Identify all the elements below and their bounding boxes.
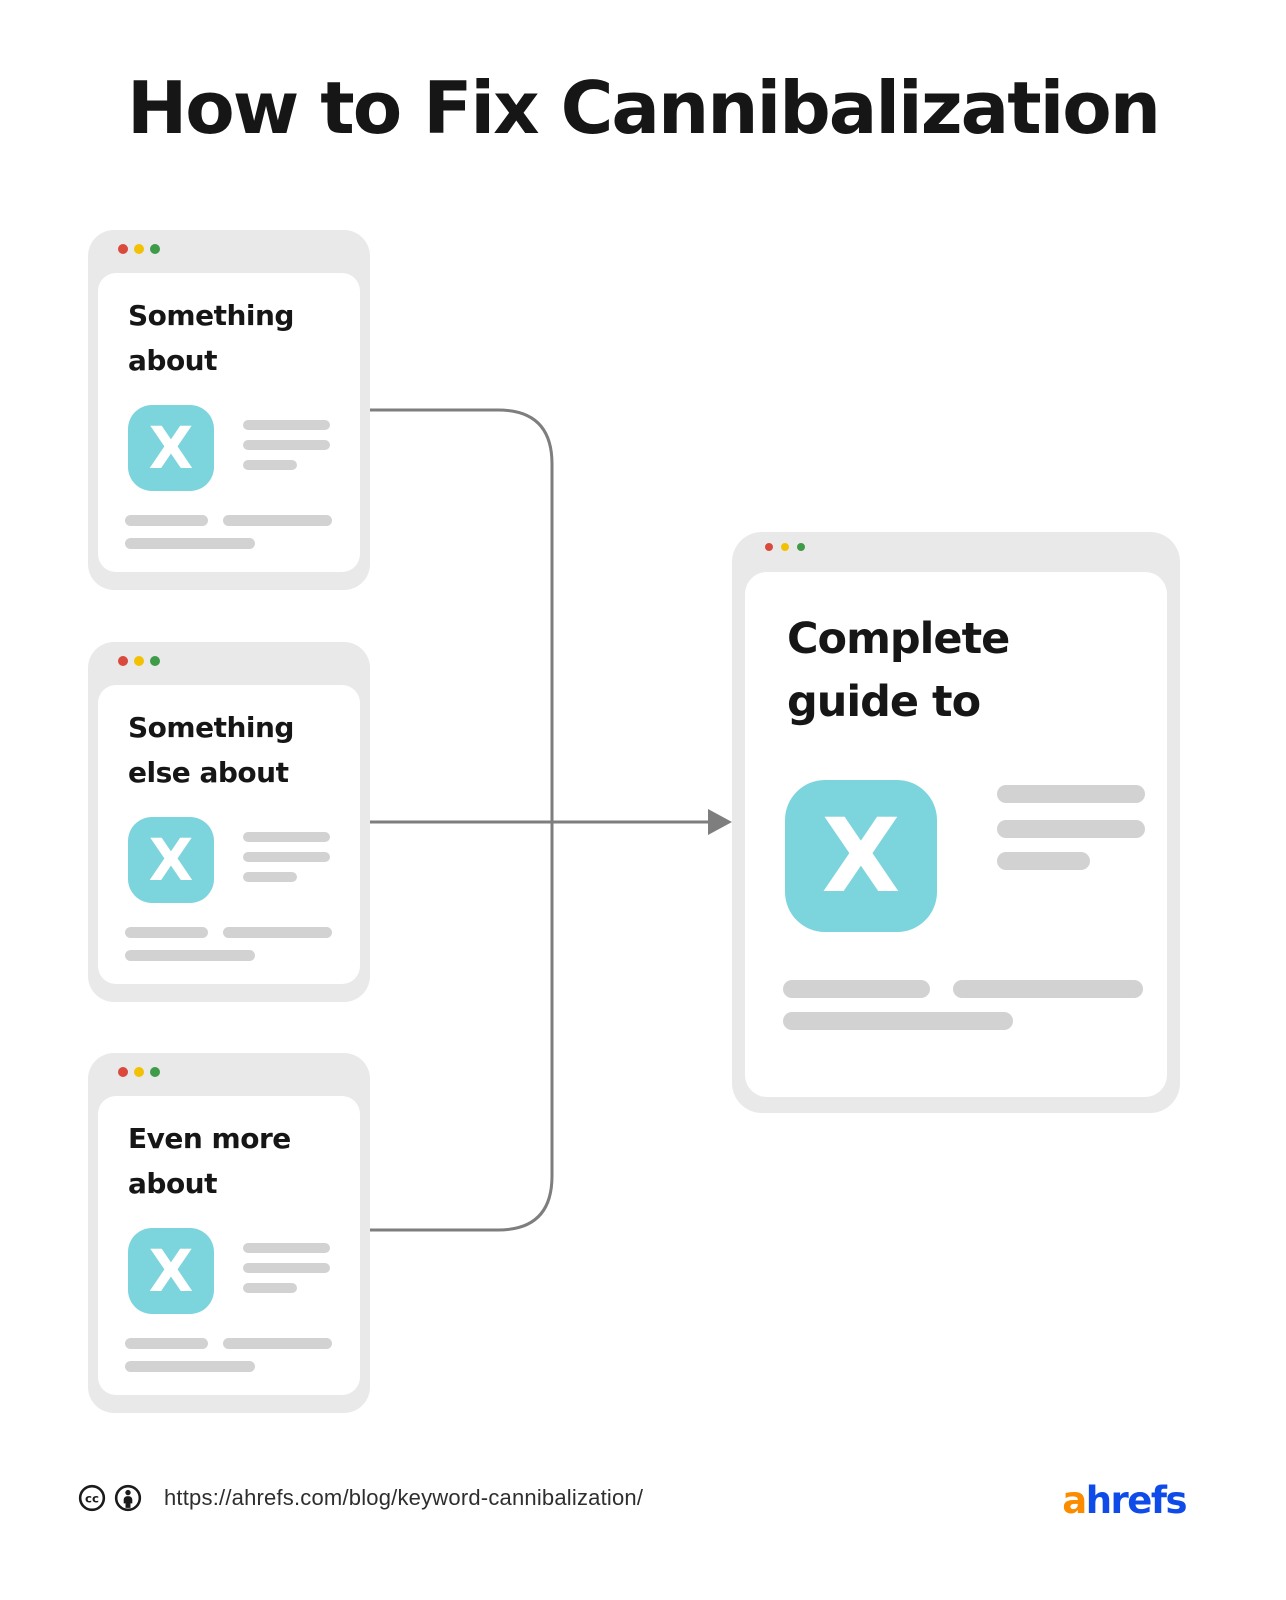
cc-icon: cc — [78, 1484, 106, 1512]
topic-x-icon: X — [128, 1228, 214, 1314]
attribution-footer: cc https://ahrefs.com/blog/keyword-canni… — [78, 1484, 643, 1512]
source-page-window-2: Something else about X — [88, 642, 370, 1002]
text-placeholder-bar — [783, 1012, 1013, 1030]
traffic-light-yellow-icon — [781, 543, 789, 551]
ahrefs-logo: ahrefs — [1062, 1479, 1188, 1522]
traffic-light-red-icon — [118, 244, 128, 254]
text-placeholder-bar — [243, 852, 330, 862]
traffic-light-green-icon — [150, 656, 160, 666]
text-placeholder-bar — [243, 872, 297, 882]
merge-bracket-line — [370, 408, 554, 1232]
source-url: https://ahrefs.com/blog/keyword-cannibal… — [164, 1485, 644, 1510]
attribution-icon — [114, 1484, 142, 1512]
topic-x-icon: X — [785, 780, 937, 932]
svg-text:cc: cc — [85, 1491, 99, 1505]
text-placeholder-bar — [125, 950, 255, 961]
text-placeholder-bar — [997, 785, 1145, 803]
article-title-text: Something else about — [128, 711, 294, 789]
text-placeholder-bar — [125, 927, 208, 938]
source-page-window-1: Something about X — [88, 230, 370, 590]
text-placeholder-bar — [125, 538, 255, 549]
text-placeholder-bar — [243, 832, 330, 842]
text-placeholder-bar — [997, 852, 1090, 870]
text-placeholder-bar — [125, 515, 208, 526]
traffic-light-yellow-icon — [134, 244, 144, 254]
window-controls — [118, 656, 160, 666]
traffic-light-green-icon — [797, 543, 805, 551]
topic-x-icon: X — [128, 405, 214, 491]
article-title-text: Something about — [128, 299, 294, 377]
source-page-window-3: Even more about X — [88, 1053, 370, 1413]
text-placeholder-bar — [243, 1243, 330, 1253]
text-placeholder-bar — [223, 1338, 332, 1349]
text-placeholder-bar — [243, 1283, 297, 1293]
window-controls — [118, 244, 160, 254]
text-placeholder-bar — [243, 440, 330, 450]
traffic-light-yellow-icon — [134, 1067, 144, 1077]
ahrefs-logo-rest: hrefs — [1085, 1479, 1188, 1522]
text-placeholder-bar — [243, 420, 330, 430]
result-page-window: Complete guide to X — [732, 532, 1180, 1113]
article-title-text: Even more about — [128, 1122, 291, 1200]
window-controls — [765, 543, 805, 551]
traffic-light-green-icon — [150, 1067, 160, 1077]
traffic-light-red-icon — [765, 543, 773, 551]
traffic-light-green-icon — [150, 244, 160, 254]
text-placeholder-bar — [223, 515, 332, 526]
traffic-light-red-icon — [118, 656, 128, 666]
page-title: How to Fix Cannibalization — [126, 66, 1161, 150]
window-controls — [118, 1067, 160, 1077]
text-placeholder-bar — [243, 460, 297, 470]
text-placeholder-bar — [243, 1263, 330, 1273]
ahrefs-logo-first-letter: a — [1062, 1479, 1087, 1522]
text-placeholder-bar — [997, 820, 1145, 838]
text-placeholder-bar — [223, 927, 332, 938]
text-placeholder-bar — [125, 1361, 255, 1372]
merge-arrow-head — [708, 809, 732, 835]
traffic-light-yellow-icon — [134, 656, 144, 666]
text-placeholder-bar — [783, 980, 930, 998]
text-placeholder-bar — [953, 980, 1143, 998]
text-placeholder-bar — [125, 1338, 208, 1349]
article-title-text: Complete guide to — [787, 614, 1010, 727]
traffic-light-red-icon — [118, 1067, 128, 1077]
topic-x-icon: X — [128, 817, 214, 903]
